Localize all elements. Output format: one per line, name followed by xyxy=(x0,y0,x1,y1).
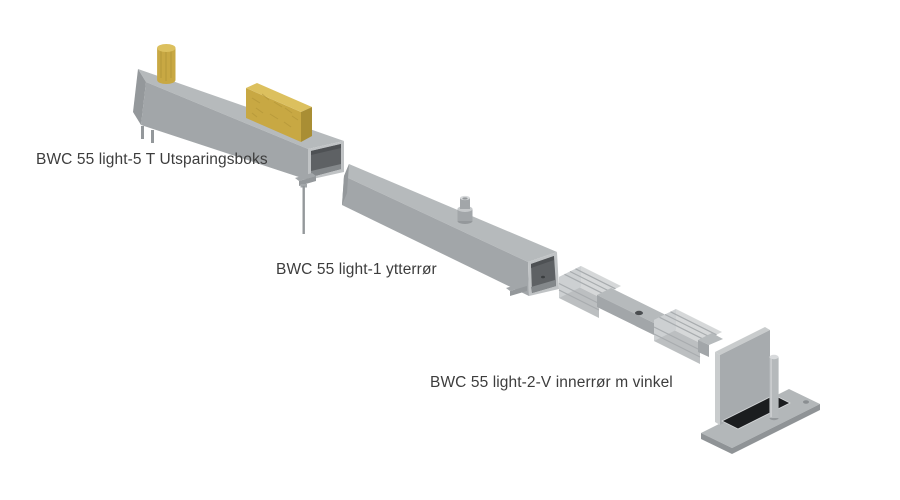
wool-slab-front xyxy=(246,88,301,142)
bracket-base-hole xyxy=(803,400,809,404)
box-interior-top-shade xyxy=(311,144,341,155)
bolt-collar xyxy=(457,209,473,221)
bar-hole xyxy=(635,310,643,316)
bar-end-top xyxy=(698,333,723,345)
box-left-leg xyxy=(141,126,144,139)
wool-cylinder-texture xyxy=(160,49,172,81)
box-end-tab-front xyxy=(299,176,316,186)
box-left-leg-2 xyxy=(151,130,154,143)
tube-interior-bottom-shade xyxy=(531,280,556,293)
bar-end-side xyxy=(698,340,709,357)
wool-slab-texture xyxy=(251,93,299,128)
bar-top xyxy=(597,288,672,325)
bracket-base-top xyxy=(701,389,820,448)
tube-interior-top-shade xyxy=(531,256,554,268)
box-left-end-cap xyxy=(133,69,146,125)
wool-slab xyxy=(246,83,312,142)
pin-body xyxy=(769,357,779,418)
bracket-plate-edge-left xyxy=(715,352,720,425)
wool-cylinder-top xyxy=(157,44,176,52)
ribbed-sleeve-2 xyxy=(653,309,722,364)
labels: BWC 55 light-5 T Utsparingsboks BWC 55 l… xyxy=(36,151,673,391)
bracket-base-left-edge xyxy=(701,433,732,454)
box-interior-bottom-shade xyxy=(311,164,341,177)
bar-end-stub xyxy=(698,333,723,357)
bolt xyxy=(457,195,473,224)
part-utsparingsboks xyxy=(133,44,344,234)
wool-slab-top xyxy=(246,83,312,112)
pin-top xyxy=(769,354,779,360)
tube-left-end-cap xyxy=(342,164,349,205)
tube-top-face xyxy=(344,164,557,262)
box-side-face xyxy=(141,82,308,180)
box-nail-head xyxy=(300,184,307,188)
bolt-socket xyxy=(462,197,468,200)
sleeve1-ridges xyxy=(558,268,616,311)
inner-bar xyxy=(597,288,672,337)
tube-interior-hole xyxy=(541,275,545,279)
label-ytterror: BWC 55 light-1 ytterrør xyxy=(276,261,437,278)
pin-highlight xyxy=(770,358,772,417)
tube-end-tab-top xyxy=(506,283,527,291)
bar-side xyxy=(597,295,658,337)
label-innerror: BWC 55 light-2-V innerrør m vinkel xyxy=(430,374,673,391)
sleeve2-ridges xyxy=(653,311,717,358)
wool-slab-end xyxy=(301,107,312,142)
tube-end-tab-front xyxy=(510,286,527,296)
ribbed-sleeve-1 xyxy=(558,266,621,318)
bracket-plate-face xyxy=(720,330,770,425)
bracket-pin xyxy=(769,354,779,421)
tube-side-face xyxy=(342,176,529,296)
part-innerror-med-vinkel xyxy=(558,266,820,454)
bracket-plate-edge-top xyxy=(715,327,770,355)
box-end-tab-top xyxy=(295,173,316,181)
wool-plug-cylinder xyxy=(157,44,176,84)
bracket-base-front-edge xyxy=(732,404,820,454)
part-ytterror xyxy=(342,164,559,296)
label-utsparingsboks: BWC 55 light-5 T Utsparingsboks xyxy=(36,151,268,168)
bolt-head xyxy=(460,198,470,209)
box-nail xyxy=(302,186,305,234)
